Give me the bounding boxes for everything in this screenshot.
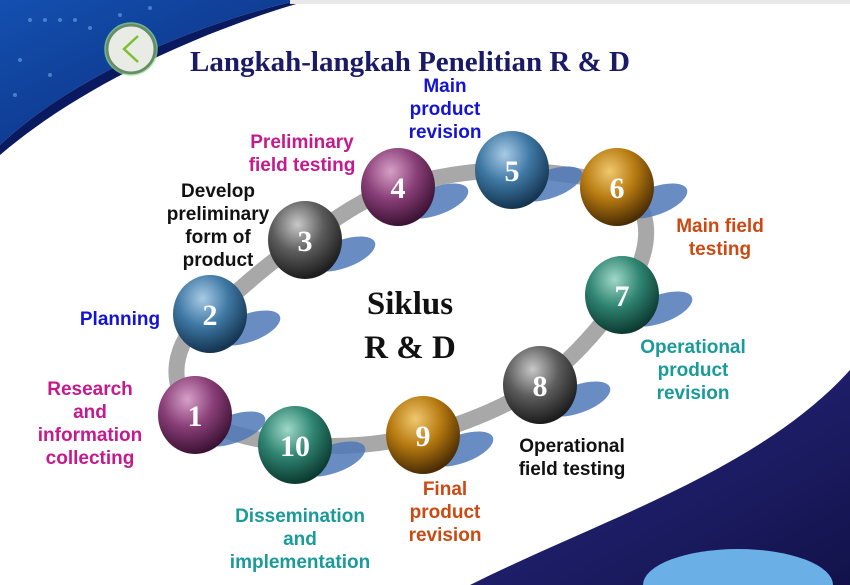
chevron-left-icon (122, 35, 139, 63)
center-label-line2: R & D (364, 330, 456, 366)
step-10: 10 (258, 406, 366, 484)
page-title: Langkah-langkah Penelitian R & D (190, 46, 630, 78)
back-button[interactable] (104, 22, 158, 76)
step-sphere (386, 396, 460, 474)
step-label-line: and (73, 402, 107, 423)
step-number: 1 (188, 400, 203, 433)
step-label-line: Preliminary (250, 132, 354, 153)
footer-swoosh (470, 370, 850, 585)
step-label-line: Main (423, 76, 466, 97)
step-label-line: Dissemination (235, 506, 365, 527)
footer-highlight (643, 549, 833, 585)
step-sphere (585, 256, 659, 334)
header-swoosh (0, 0, 300, 145)
step-label-line: form of (185, 227, 251, 248)
step-sphere (258, 406, 332, 484)
step-label-line: Develop (181, 181, 255, 202)
step-label-line: and (283, 529, 317, 550)
step-number: 3 (298, 225, 313, 258)
step-label-line: Final (423, 479, 467, 500)
step-label-line: implementation (230, 552, 370, 573)
center-label-line1: Siklus (367, 286, 453, 322)
step-number: 7 (615, 280, 630, 313)
step-1: 1 (158, 376, 266, 454)
step-label-line: Main field (676, 216, 764, 237)
step-label-line: product (183, 250, 254, 271)
step-label-line: Research (47, 379, 133, 400)
step-number: 5 (505, 155, 520, 188)
step-label-line: field testing (519, 459, 626, 480)
step-label-line: product (658, 360, 729, 381)
step-sphere (268, 201, 342, 279)
step-label-line: revision (657, 383, 730, 404)
step-label-line: Planning (80, 309, 160, 330)
step-label-line: product (410, 502, 481, 523)
step-label-line: testing (689, 239, 751, 260)
step-label-line: field testing (249, 155, 356, 176)
step-9: 9 (386, 396, 494, 474)
step-sphere (158, 376, 232, 454)
step-sphere (503, 346, 577, 424)
step-label-line: collecting (46, 448, 135, 469)
step-4: 4 (361, 148, 469, 226)
step-number: 6 (610, 172, 625, 205)
step-label-line: product (410, 99, 481, 120)
step-number: 9 (416, 420, 431, 453)
step-label-line: information (38, 425, 143, 446)
step-3: 3 (268, 201, 376, 279)
step-number: 2 (203, 299, 218, 332)
step-label-line: preliminary (167, 204, 270, 225)
step-6: 6 (580, 148, 688, 226)
top-border (290, 0, 850, 4)
step-label-line: Operational (519, 436, 625, 457)
step-sphere (173, 275, 247, 353)
step-sphere (580, 148, 654, 226)
step-label-line: revision (409, 525, 482, 546)
circuit-pattern (13, 6, 152, 97)
step-number: 4 (391, 172, 406, 205)
step-label-line: Operational (640, 337, 746, 358)
step-number: 8 (533, 370, 548, 403)
step-2: 2 (173, 275, 281, 353)
step-5: 5 (475, 131, 583, 209)
step-sphere (475, 131, 549, 209)
step-label-line: revision (409, 122, 482, 143)
step-7: 7 (585, 256, 693, 334)
step-number: 10 (280, 430, 310, 463)
step-sphere (361, 148, 435, 226)
step-8: 8 (503, 346, 611, 424)
